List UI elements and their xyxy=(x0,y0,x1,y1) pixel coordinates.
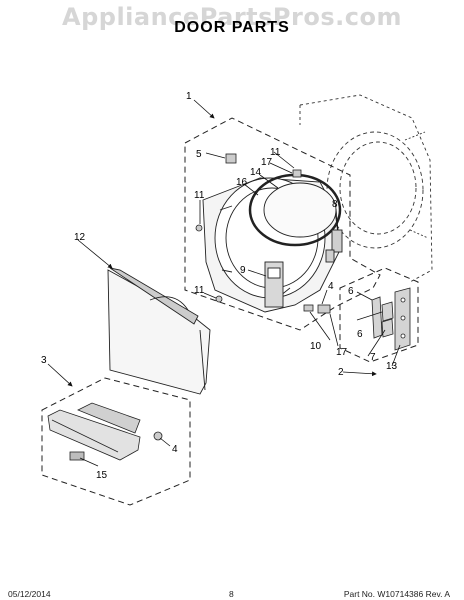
callout-12: 12 xyxy=(74,232,86,243)
diagram-title: DOOR PARTS xyxy=(174,19,290,36)
callout-2: 2 xyxy=(338,367,344,378)
group-1-box xyxy=(184,117,381,331)
callout-15: 15 xyxy=(96,470,108,481)
callout-3: 3 xyxy=(41,355,47,366)
group-1-hardware xyxy=(195,153,331,314)
callout-6-top: 6 xyxy=(348,286,354,297)
outer-door-panel xyxy=(107,267,211,395)
callout-4-left: 4 xyxy=(172,444,178,455)
callout-1: 1 xyxy=(186,91,192,102)
callout-13: 13 xyxy=(386,361,398,372)
watermark-text: AppliancePartsPros.com xyxy=(62,3,402,31)
cabinet-outline xyxy=(299,94,433,283)
callout-11-left: 11 xyxy=(194,190,205,201)
callout-5: 5 xyxy=(196,149,202,160)
callout-17-bottom: 17 xyxy=(336,347,348,358)
callout-8: 8 xyxy=(332,199,338,210)
footer-page-number: 8 xyxy=(229,589,234,599)
callout-6-bottom: 6 xyxy=(357,329,363,340)
callout-17-top: 17 xyxy=(261,157,273,168)
callout-4-right: 4 xyxy=(328,281,334,292)
callout-9: 9 xyxy=(240,265,246,276)
leader-lines xyxy=(47,99,401,467)
handle-trim xyxy=(47,402,163,461)
footer-part-number: Part No. W10714386 Rev. A xyxy=(343,589,450,599)
hinge-parts xyxy=(371,287,411,351)
footer-date: 05/12/2014 xyxy=(8,589,51,599)
callout-16: 16 xyxy=(236,177,248,188)
callout-10: 10 xyxy=(310,341,322,352)
callout-7: 7 xyxy=(370,352,376,363)
callout-11-top: 11 xyxy=(270,147,281,158)
inner-door-assembly xyxy=(202,173,343,313)
group-3-box xyxy=(41,377,191,506)
group-2-box xyxy=(339,267,419,363)
callout-14: 14 xyxy=(250,167,262,178)
callout-labels: 1 5 11 17 14 16 11 8 12 9 11 4 10 17 6 6… xyxy=(41,91,398,481)
callout-11-bottom: 11 xyxy=(194,285,205,296)
